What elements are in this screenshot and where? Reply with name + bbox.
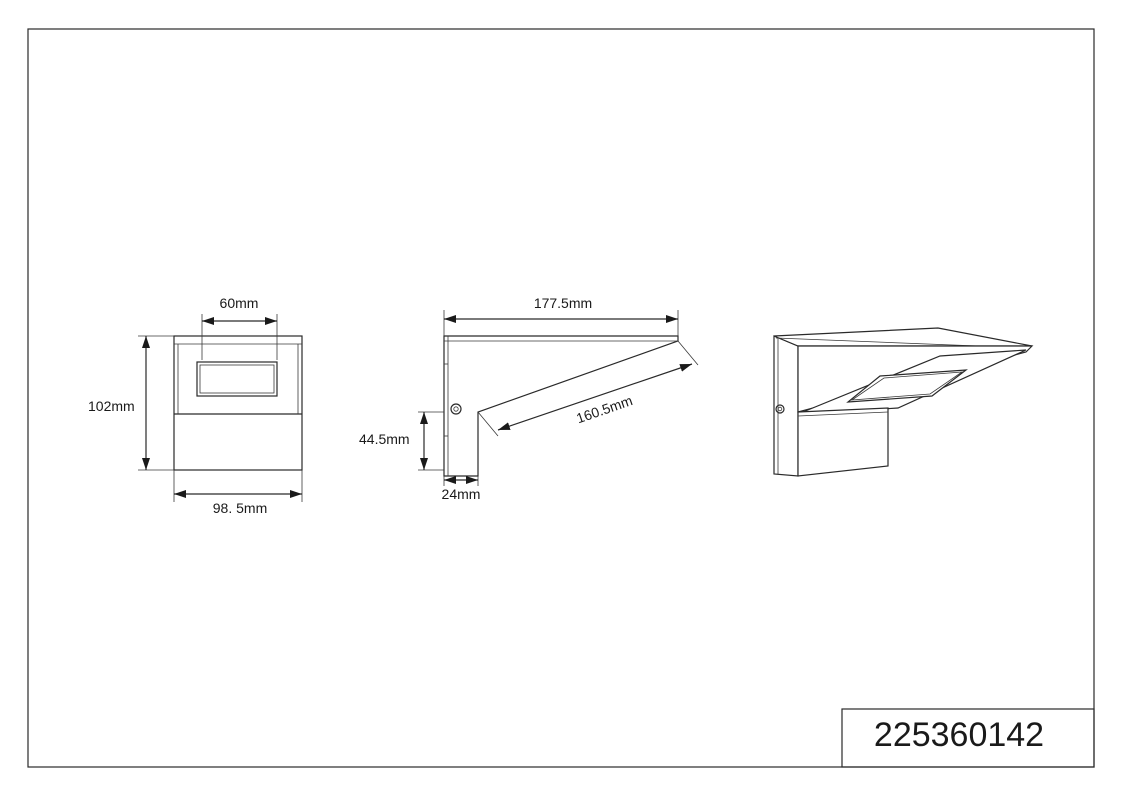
- side-view: 177.5mm 160.5mm 44.5mm 24mm: [359, 295, 699, 502]
- dimension-mount-height-label: 44.5mm: [359, 431, 410, 447]
- dimension-slant: 160.5mm: [497, 363, 693, 431]
- dimension-bottom-width: 98. 5mm: [173, 470, 303, 516]
- dimension-bottom-width-label: 98. 5mm: [213, 500, 267, 516]
- screw-icon: [450, 403, 462, 415]
- front-view: 60mm 102mm 98. 5mm: [88, 295, 303, 516]
- part-number: 225360142: [874, 716, 1044, 754]
- drawing-border: [27, 28, 1095, 768]
- side-view-lamp: [443, 335, 699, 477]
- front-view-lamp: [173, 335, 303, 471]
- title-block: 225360142: [841, 708, 1095, 768]
- dimension-depth: 24mm: [442, 476, 481, 502]
- perspective-lens: [846, 369, 968, 403]
- perspective-screw-icon: [775, 404, 785, 414]
- dimension-mount-height: 44.5mm: [359, 411, 444, 471]
- dimension-height: 102mm: [88, 335, 174, 471]
- dimension-top-width-label: 60mm: [220, 295, 259, 311]
- dimension-length: 177.5mm: [443, 295, 679, 336]
- front-view-lens: [196, 361, 278, 397]
- dimension-depth-label: 24mm: [442, 486, 481, 502]
- dimension-slant-label: 160.5mm: [574, 392, 634, 426]
- dimension-height-label: 102mm: [88, 398, 135, 414]
- dimension-top-width: 60mm: [201, 295, 278, 360]
- dimension-length-label: 177.5mm: [534, 295, 592, 311]
- perspective-view: [773, 327, 1034, 477]
